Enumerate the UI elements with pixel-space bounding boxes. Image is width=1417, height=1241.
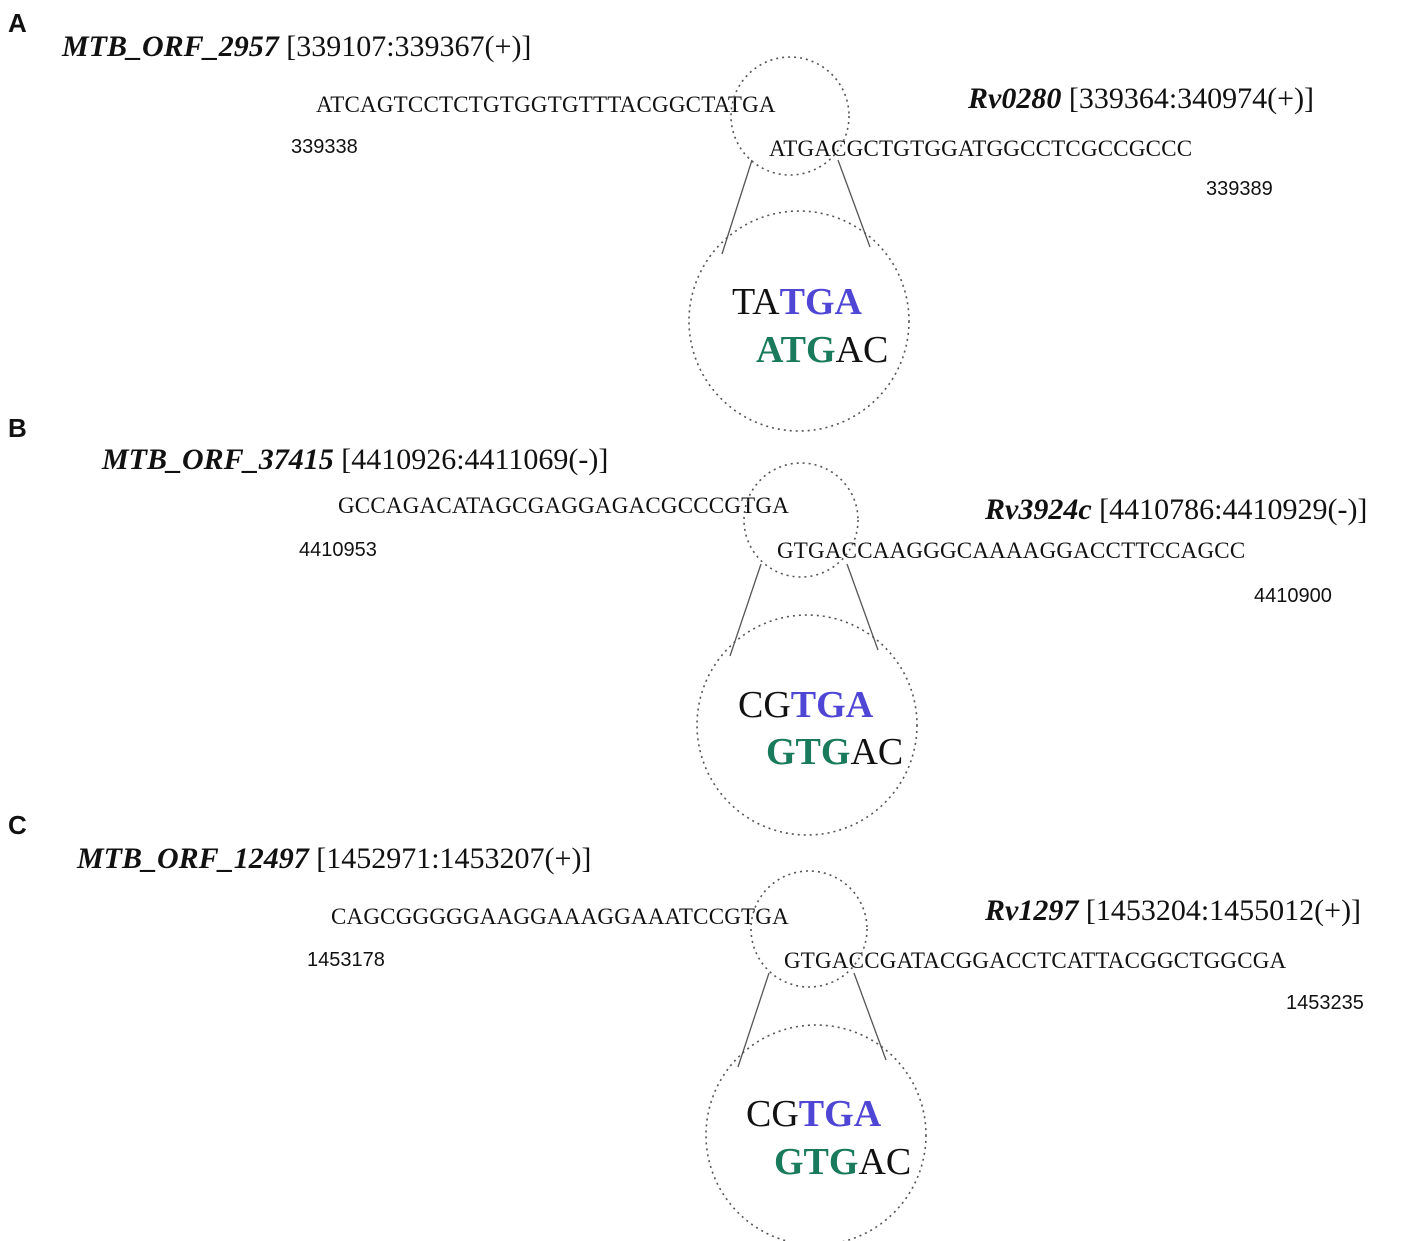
zoom-stop-line: CGTGA (746, 1092, 881, 1136)
start-codon: GTG (774, 1141, 859, 1183)
upstream-sequence: CAGCGGGGGAAGGAAAGGAAATCCGTGA (331, 904, 789, 929)
zoom-stop-line: CGTGA (738, 683, 873, 727)
downstream-sequence: GTGACCGATACGGACCTCATTACGGCTGGCGA (784, 948, 1287, 973)
stop-codon: TGA (779, 281, 862, 323)
orf-header: MTB_ORF_37415 [4410926:4411069(-)] (102, 443, 608, 477)
zoom-plain-prefix: CG (746, 1093, 799, 1135)
zoom-plain-suffix: AC (850, 731, 904, 773)
zoom-plain-prefix: CG (738, 684, 791, 726)
downstream-position: 4410900 (1254, 585, 1332, 607)
downstream-position: 1453235 (1286, 992, 1364, 1014)
orf-coords: [339107:339367(+)] (286, 30, 532, 63)
orf-coords: [1452971:1453207(+)] (316, 842, 592, 875)
panel-b: B MTB_ORF_37415 [4410926:4411069(-)] GCC… (0, 413, 1417, 823)
upstream-position: 4410953 (299, 539, 377, 561)
rv-header: Rv0280 [339364:340974(+)] (968, 82, 1314, 116)
start-codon: GTG (766, 731, 851, 773)
stop-codon: TGA (790, 684, 874, 726)
zoom-start-line: GTGAC (774, 1140, 911, 1184)
zoom-start-line: GTGAC (766, 730, 903, 774)
rv-coords: [339364:340974(+)] (1068, 82, 1315, 115)
orf-header: MTB_ORF_2957 [339107:339367(+)] (62, 30, 531, 64)
upstream-sequence: ATCAGTCCTCTGTGGTGTTTACGGCTATGA (316, 92, 776, 117)
zoom-plain-suffix: AC (835, 329, 889, 371)
panel-a: A MTB_ORF_2957 [339107:339367(+)] ATCAGT… (0, 8, 1417, 418)
panel-letter: A (8, 8, 27, 38)
panel-letter: C (8, 810, 27, 840)
downstream-sequence: GTGACCAAGGGCAAAAGGACCTTCCAGCC (777, 538, 1246, 563)
rv-coords: [1453204:1455012(+)] (1085, 894, 1362, 927)
downstream-position: 339389 (1206, 178, 1273, 200)
upstream-sequence: GCCAGACATAGCGAGGAGACGCCCGTGA (338, 493, 790, 518)
stop-codon: TGA (798, 1093, 882, 1135)
zoom-start-line: ATGAC (756, 328, 888, 372)
rv-name: Rv1297 (985, 894, 1079, 927)
downstream-sequence: ATGACGCTGTGGATGGCCTCGCCGCCC (769, 136, 1193, 161)
orf-name: MTB_ORF_37415 (102, 443, 334, 476)
zoom-plain-suffix: AC (858, 1141, 912, 1183)
start-codon: ATG (756, 329, 836, 371)
orf-coords: [4410926:4411069(-)] (341, 443, 609, 476)
upstream-position: 1453178 (307, 949, 385, 971)
orf-name: MTB_ORF_2957 (62, 30, 279, 63)
rv-name: Rv3924c (985, 493, 1092, 526)
rv-header: Rv3924c [4410786:4410929(-)] (985, 493, 1367, 527)
rv-coords: [4410786:4410929(-)] (1099, 493, 1368, 526)
zoom-stop-line: TATGA (732, 280, 862, 324)
rv-name: Rv0280 (968, 82, 1062, 115)
orf-header: MTB_ORF_12497 [1452971:1453207(+)] (77, 842, 591, 876)
upstream-position: 339338 (291, 136, 358, 158)
panel-c: C MTB_ORF_12497 [1452971:1453207(+)] CAG… (0, 810, 1417, 1220)
zoom-plain-prefix: TA (732, 281, 780, 323)
rv-header: Rv1297 [1453204:1455012(+)] (985, 894, 1361, 928)
panel-letter: B (8, 413, 27, 443)
orf-name: MTB_ORF_12497 (77, 842, 309, 875)
